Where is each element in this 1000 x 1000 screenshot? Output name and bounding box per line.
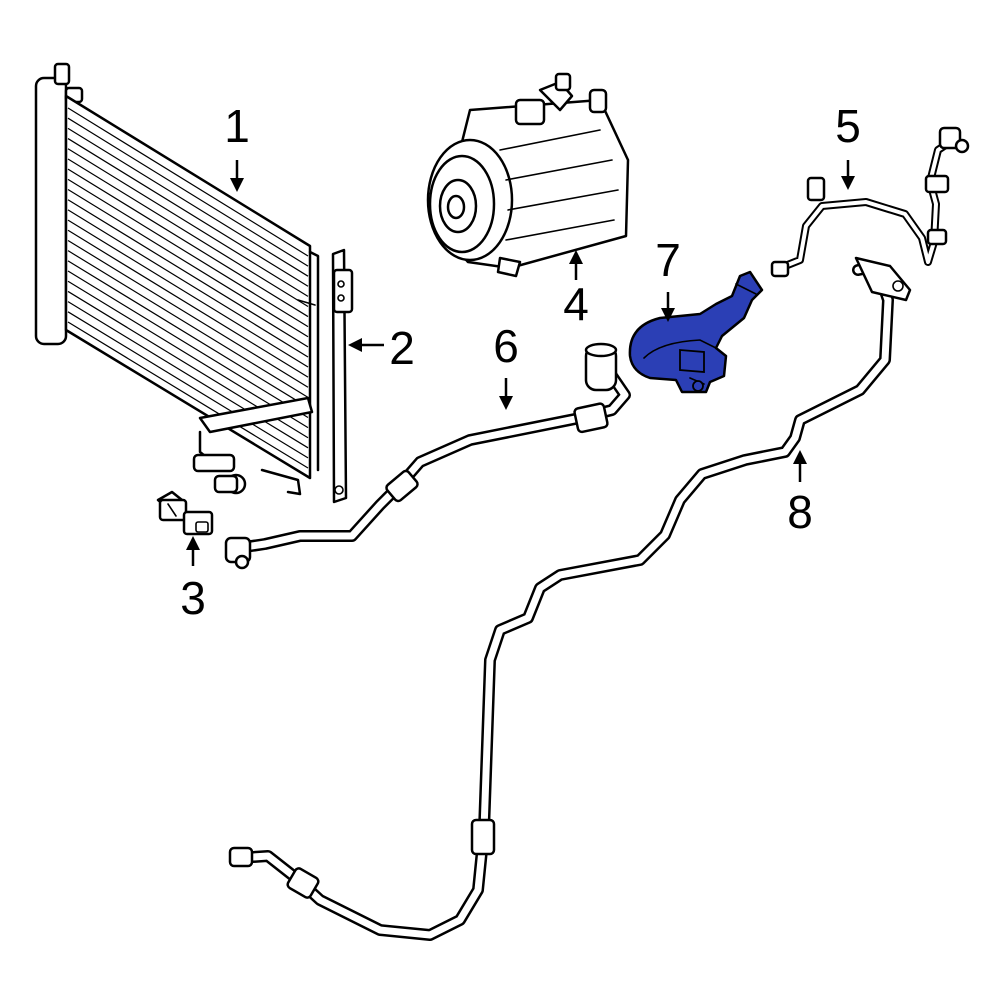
- condenser-fin-line: [67, 260, 309, 408]
- condenser-fin-line: [67, 280, 309, 429]
- callout-1[interactable]: 1: [224, 100, 250, 152]
- condenser-fin-line: [67, 270, 309, 419]
- condenser-fin-line: [67, 209, 309, 358]
- condenser-fin-line: [67, 178, 309, 328]
- pressure-switch-part-3[interactable]: [156, 490, 214, 536]
- compressor-part-4[interactable]: [426, 72, 630, 278]
- condenser-fin-line: [67, 148, 309, 297]
- callout-8[interactable]: 8: [787, 486, 813, 538]
- condenser-part-1[interactable]: [34, 62, 320, 496]
- condenser-fin-line: [67, 219, 309, 368]
- callout-4[interactable]: 4: [563, 278, 589, 330]
- callout-3[interactable]: 3: [180, 572, 206, 624]
- condenser-fin-line: [67, 168, 309, 318]
- pipe-part-5[interactable]: [770, 126, 970, 278]
- bracket-part-2[interactable]: [331, 248, 354, 504]
- callout-6[interactable]: 6: [493, 320, 519, 372]
- callout-arrows: [186, 160, 855, 566]
- condenser-fin-line: [67, 301, 309, 449]
- condenser-fin-line: [67, 107, 309, 257]
- condenser-fin-line: [67, 158, 309, 307]
- callout-7[interactable]: 7: [655, 234, 681, 286]
- pipe-part-8[interactable]: [228, 256, 912, 941]
- condenser-fin-line: [67, 250, 309, 398]
- condenser-fin-line: [67, 127, 309, 277]
- hose-part-6[interactable]: [224, 342, 631, 570]
- callout-5[interactable]: 5: [835, 100, 861, 152]
- callout-labels: 1 2 3 4 5 6 7 8: [180, 100, 861, 624]
- condenser-fin-line: [67, 117, 309, 267]
- condenser-fin-line: [67, 138, 309, 287]
- condenser-fin-line: [67, 199, 309, 348]
- condenser-fin-line: [67, 321, 309, 469]
- callout-2[interactable]: 2: [389, 322, 415, 374]
- condenser-fin-line: [67, 189, 309, 338]
- condenser-fin-line: [67, 239, 309, 388]
- muffler-hose-part-7[interactable]: [628, 270, 764, 394]
- condenser-fin-line: [67, 311, 309, 459]
- condenser-fin-line: [67, 229, 309, 378]
